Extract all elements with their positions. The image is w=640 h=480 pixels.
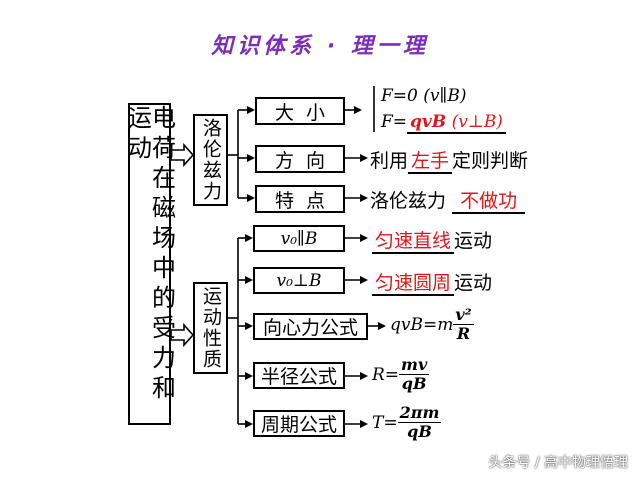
parallel-statement: 匀速直线运动 [372,226,493,254]
motion-label: 运动性质 [200,286,222,370]
direction-suffix: 定则判断 [452,150,529,172]
centripetal-formula: qvB=m v² R [390,305,474,344]
period-denominator: qB [407,422,432,442]
perpendicular-box: v₀⊥B [253,267,345,294]
size-case2-lhs: F= [381,112,408,132]
direction-prefix: 利用 [370,150,409,172]
centripetal-denominator: R [456,324,471,344]
direction-blank: 左手 [408,150,453,174]
radius-denominator: qB [401,374,427,394]
root-label: 电荷在磁场中的受力和运动 [123,105,176,405]
lorentz-box: 洛伦兹力 [193,114,228,206]
perpendicular-blank: 匀速圆周 [372,272,455,296]
parallel-suffix: 运动 [454,230,493,252]
centripetal-fraction: v² R [453,305,474,344]
centripetal-numerator: v² [453,305,474,326]
radius-numerator: mv [399,355,430,376]
watermark: 头条号 / 高中物理悟理 [488,455,628,471]
perpendicular-statement: 匀速圆周运动 [372,268,493,296]
period-fraction: 2πm qB [397,403,442,442]
radius-fraction: mv qB [399,355,430,394]
size-case-parallel: F=0 (v∥B) [381,86,466,106]
feature-statement: 洛伦兹力 不做功 [370,186,526,214]
radius-formula: R= mv qB [372,355,430,394]
arrow-root-lorentz [170,142,195,168]
period-box: 周期公式 [253,410,345,437]
feature-prefix: 洛伦兹力 [370,190,447,212]
radius-box: 半径公式 [253,362,345,389]
radius-lhs: R= [372,364,400,385]
centripetal-box: 向心力公式 [253,313,368,340]
size-box: 大 小 [255,97,345,125]
lorentz-label: 洛伦兹力 [200,118,222,202]
period-formula: T= 2πm qB [372,403,442,442]
feature-blank: 不做功 [452,190,526,214]
arrow-root-motion [170,322,195,348]
motion-box: 运动性质 [193,282,228,374]
size-case2-cond: (v⊥B) [451,112,503,132]
period-lhs: T= [372,412,398,433]
page-title: 知识体系 · 理一理 [211,34,429,59]
parallel-box: v₀∥B [253,225,345,252]
root-box: 电荷在磁场中的受力和运动 [123,103,176,425]
direction-box: 方 向 [255,145,345,173]
parallel-blank: 匀速直线 [372,230,455,254]
period-numerator: 2πm [397,403,442,424]
perpendicular-suffix: 运动 [454,272,493,294]
centripetal-lhs: qvB=m [390,314,454,335]
direction-statement: 利用左手定则判断 [370,146,529,174]
size-case1-expr: F=0 [381,86,418,106]
feature-box: 特 点 [255,185,345,213]
size-case-perpendicular: F=qvB (v⊥B) [381,112,506,134]
size-case2-blank: qvB (v⊥B) [407,112,506,134]
size-case2-expr: qvB [410,112,447,132]
size-case1-cond: (v∥B) [423,86,467,106]
